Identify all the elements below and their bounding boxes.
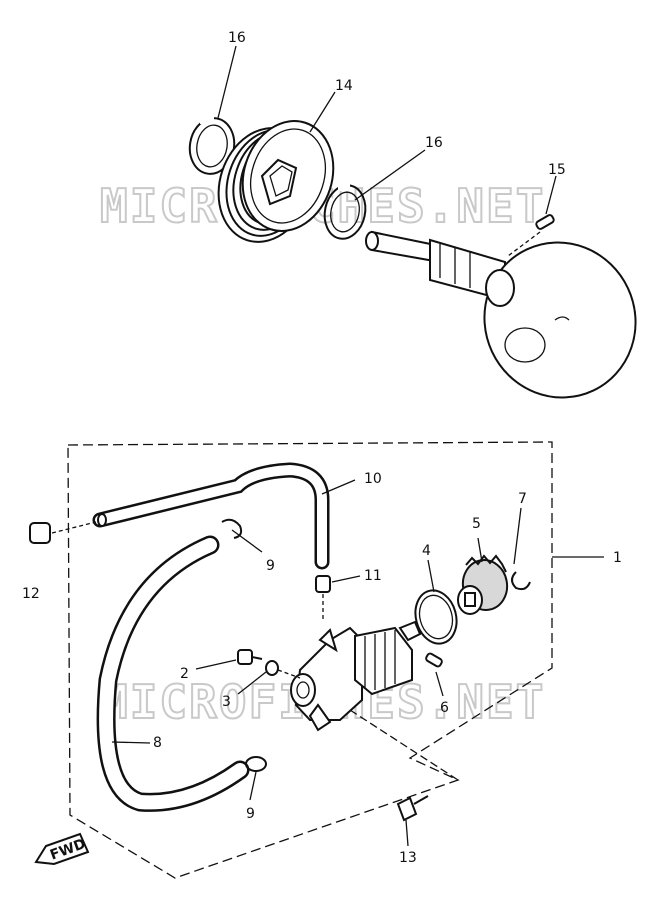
circlip-16-right [323,182,367,240]
leader-11 [331,575,361,583]
assembly-boundary [67,441,553,879]
callout-6: 6 [440,700,449,716]
cap-12 [29,521,97,544]
callout-3: 3 [222,694,231,710]
bolt-2 [195,649,263,670]
callout-5: 5 [472,516,481,532]
callout-2: 2 [180,666,189,682]
o-ring-4 [414,559,458,645]
clamp-9-upper [221,518,263,553]
gear-5 [457,537,509,615]
leader-10 [321,479,356,495]
callout-9-upper: 9 [266,558,275,574]
washer-3 [237,660,301,695]
callout-15: 15 [548,162,566,178]
callout-9-lower: 9 [246,806,255,822]
callout-1: 1 [613,550,622,566]
circlip-7 [511,507,531,591]
leader-8 [111,741,151,744]
callout-4: 4 [422,543,431,559]
pulley-14 [217,120,335,243]
crankshaft [365,230,637,399]
collar-11 [315,575,331,622]
callout-16-left: 16 [228,30,246,46]
hose-8 [96,535,250,812]
pin-15 [535,214,555,230]
callout-16-right: 16 [425,135,443,151]
top-leaders [217,45,557,257]
callout-14: 14 [335,78,353,94]
fwd-arrow-icon: FWD [34,832,90,866]
callout-7: 7 [518,491,527,507]
bolt-13 [396,795,429,847]
pin-6 [425,652,444,697]
callout-13: 13 [399,850,417,866]
hose-10 [92,462,330,570]
callout-11: 11 [364,568,382,584]
clamp-9-lower [245,756,267,801]
callout-8: 8 [153,735,162,751]
callouts: 16 14 16 15 10 7 5 4 1 9 11 12 2 3 6 8 9… [22,30,622,866]
oil-pump-body [290,620,459,781]
callout-10: 10 [364,471,382,487]
callout-12: 12 [22,586,40,602]
